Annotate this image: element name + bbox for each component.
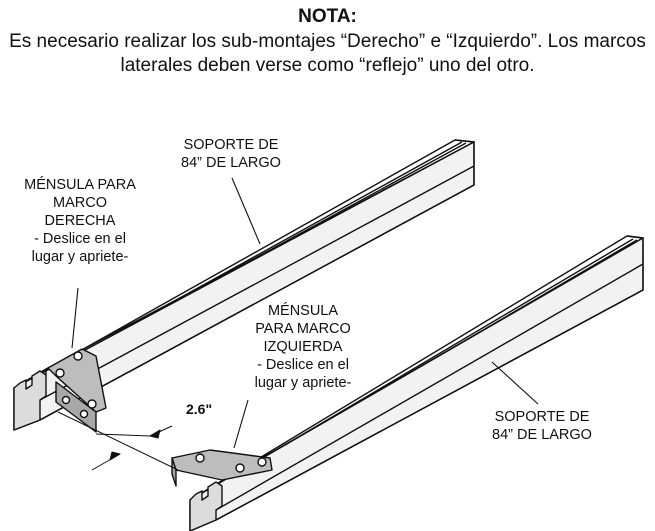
upper-rail [13, 139, 475, 431]
leader-lines [71, 177, 539, 449]
support-right-label: SOPORTE DE 84” DE LARGO [492, 409, 592, 443]
note-body: Es necesario realizar los sub-montajes “… [9, 31, 646, 76]
note-title: NOTA: [298, 6, 357, 27]
lower-rail [189, 235, 644, 531]
bracket-right [47, 348, 107, 433]
dimension-lines [57, 411, 179, 471]
dimension-label: 2.6" [186, 401, 213, 417]
bracket-left [171, 449, 273, 487]
bracket-left-label: MÉNSULA PARA MARCO IZQUIERDA - Deslice e… [254, 303, 352, 391]
note-block: NOTA: Es necesario realizar los sub-mont… [0, 4, 655, 78]
support-top-label: SOPORTE DE 84” DE LARGO [181, 137, 281, 171]
bracket-right-label: MÉNSULA PARA MARCO DERECHA - Deslice en … [24, 177, 136, 265]
